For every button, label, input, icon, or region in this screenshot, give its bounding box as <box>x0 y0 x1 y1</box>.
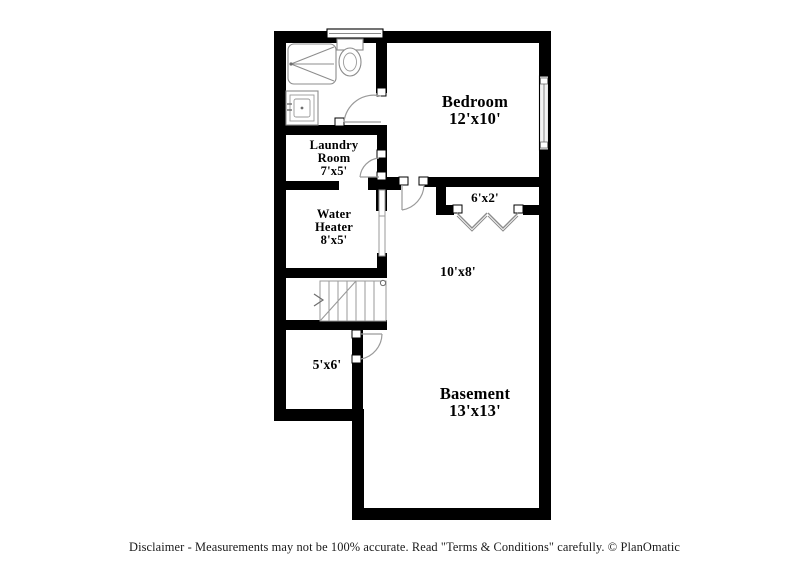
room-name-water-line1: Water <box>316 207 352 221</box>
room-name-water-line2: Heater <box>315 220 353 234</box>
room-label-bedroom: Bedroom 12'x10' <box>380 93 570 127</box>
hall-door[interactable] <box>398 176 429 211</box>
room-name-laundry-line1: Laundry <box>309 138 359 152</box>
room-dims-hall: 10'x8' <box>440 264 476 279</box>
bathroom-window <box>326 28 384 39</box>
wall-water-right-lower <box>377 253 387 278</box>
closet-door-left[interactable] <box>452 204 488 232</box>
room-label-laundry: Laundry Room 7'x5' <box>288 139 380 178</box>
wall-laundry-bottom-left <box>286 181 339 190</box>
bathroom-door[interactable] <box>334 87 387 127</box>
wall-storage-right <box>352 320 363 421</box>
room-dims-bedroom: 12'x10' <box>449 109 501 129</box>
wall-bath-bottom <box>286 125 387 135</box>
room-dims-laundry: 7'x5' <box>320 164 348 178</box>
wall-closet-top <box>424 177 539 187</box>
room-name-bedroom: Bedroom <box>441 92 509 111</box>
wall-closet-left <box>436 177 446 214</box>
staircase <box>313 279 387 322</box>
wall-closet-stub-left <box>436 205 454 215</box>
room-dims-closet: 6'x2' <box>471 190 499 205</box>
room-label-water-heater: Water Heater 8'x5' <box>288 208 380 247</box>
room-dims-water-heater: 8'x5' <box>320 233 348 247</box>
room-label-closet: 6'x2' <box>440 191 530 205</box>
room-name-laundry-line2: Room <box>317 151 351 165</box>
sink-vanity <box>285 90 319 126</box>
wall-bath-right-upper <box>376 31 387 93</box>
laundry-door[interactable] <box>359 149 387 181</box>
bathtub-shower <box>287 43 337 85</box>
storage-door[interactable] <box>351 329 383 364</box>
bedroom-window <box>538 75 550 151</box>
disclaimer-text: Disclaimer - Measurements may not be 100… <box>129 540 680 554</box>
water-heater-door[interactable] <box>378 189 386 257</box>
wall-closet-stub-right <box>523 205 539 215</box>
wall-hall-door-jamb <box>387 177 401 190</box>
room-dims-basement: 13'x13' <box>449 401 501 421</box>
closet-door-right[interactable] <box>487 204 524 232</box>
toilet <box>336 38 364 77</box>
wall-water-bottom <box>286 268 387 278</box>
room-dims-storage: 5'x6' <box>312 357 342 372</box>
wall-stairs-bottom <box>286 320 387 330</box>
room-name-basement: Basement <box>439 384 511 403</box>
room-label-basement: Basement 13'x13' <box>380 385 570 419</box>
room-label-storage: 5'x6' <box>282 357 372 372</box>
room-label-hall: 10'x8' <box>410 264 506 279</box>
